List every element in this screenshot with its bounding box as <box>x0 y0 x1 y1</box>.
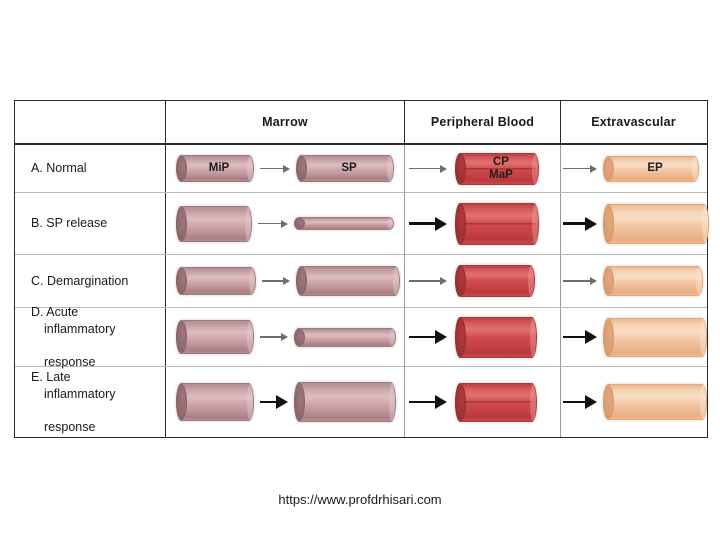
column-header-extravascular: Extravascular <box>591 115 676 129</box>
header-cell-peripheral-blood: Peripheral Blood <box>405 101 561 143</box>
arrow-cp-to-ep-a <box>563 164 597 173</box>
pool-cp-map-e <box>455 382 537 422</box>
pool-mip-a-label: MiP <box>208 162 230 175</box>
row-label-d-line3: response <box>44 354 96 369</box>
header-cell-extravascular: Extravascular <box>561 101 706 143</box>
arrow-mip-to-sp-e <box>260 395 288 409</box>
cp-map-divider-a <box>464 167 536 170</box>
pool-sp-d <box>294 327 396 347</box>
pool-sp-b <box>294 217 394 230</box>
row-label-d-line1: D. Acute <box>31 305 79 319</box>
header-cell-blank <box>15 101 166 143</box>
pool-cp-map-c <box>455 265 535 297</box>
row-c-blood-cell <box>405 255 561 307</box>
pool-cp-map-b <box>455 202 539 245</box>
arrow-sp-to-cp-d <box>409 330 447 344</box>
pool-mip-c <box>176 267 256 295</box>
table-row-e-late-inflammatory-response: E. Late inflammatory response <box>15 367 707 437</box>
row-label-cell-e: E. Late inflammatory response <box>15 367 166 437</box>
pool-ep-a: EP <box>603 155 699 182</box>
row-e-extravascular-cell <box>561 367 707 437</box>
table-row-c-demargination: C. Demargination <box>15 255 707 308</box>
pool-ep-b <box>603 203 709 244</box>
arrow-mip-to-sp-b <box>258 219 288 228</box>
row-d-blood-cell <box>405 308 561 366</box>
pool-map-a-label: MaP <box>489 168 513 181</box>
row-label-cell-a: A. Normal <box>15 145 166 192</box>
arrow-mip-to-sp-a <box>260 164 290 173</box>
row-label-e-line3: response <box>44 419 96 434</box>
pool-mip-e <box>176 383 254 421</box>
pool-ep-d <box>603 317 707 357</box>
row-label-a: A. Normal <box>31 161 87 176</box>
row-label-b: B. SP release <box>31 216 108 231</box>
column-header-peripheral-blood: Peripheral Blood <box>430 115 535 129</box>
pool-ep-e <box>603 384 707 420</box>
row-label-d-line2: inflammatory <box>44 321 116 336</box>
cp-map-divider-b <box>464 222 536 225</box>
row-label-cell-d: D. Acute inflammatory response <box>15 305 166 369</box>
row-d-extravascular-cell <box>561 308 707 366</box>
pool-cp-map-d <box>455 316 537 358</box>
header-cell-marrow: Marrow <box>166 101 405 143</box>
pool-sp-c <box>296 266 400 296</box>
pool-mip-b <box>176 205 252 242</box>
arrow-cp-to-ep-e <box>563 395 597 409</box>
row-e-blood-cell <box>405 367 561 437</box>
row-a-extravascular-cell: EP <box>561 145 706 192</box>
table-row-d-acute-inflammatory-response: D. Acute inflammatory response <box>15 305 707 369</box>
pool-ep-c <box>603 266 703 296</box>
arrow-mip-to-sp-c <box>262 277 290 285</box>
row-label-e-line2: inflammatory <box>44 386 116 401</box>
pool-ep-a-label: EP <box>647 162 663 175</box>
table-row-b-sp-release: B. SP release <box>15 193 709 255</box>
arrow-sp-to-cp-b <box>409 216 447 231</box>
source-caption: https://www.profdrhisari.com <box>278 492 442 507</box>
row-d-marrow-cell <box>166 308 405 366</box>
pool-sp-a: SP <box>296 155 394 182</box>
pool-cp-map-a: CP MaP <box>455 152 539 185</box>
arrow-cp-to-ep-c <box>563 277 597 285</box>
arrow-cp-to-ep-d <box>563 330 597 344</box>
row-label-cell-c: C. Demargination <box>15 255 166 307</box>
row-a-marrow-cell: MiP SP <box>166 145 405 192</box>
column-header-marrow: Marrow <box>262 115 308 129</box>
arrow-cp-to-ep-b <box>563 216 597 231</box>
table-row-a-normal: A. Normal MiP SP <box>15 145 707 193</box>
row-e-marrow-cell <box>166 367 405 437</box>
pool-sp-a-label: SP <box>341 162 357 175</box>
pool-mip-a: MiP <box>176 155 254 182</box>
row-b-extravascular-cell <box>561 193 709 254</box>
cp-map-divider-e <box>464 401 534 403</box>
row-label-c: C. Demargination <box>31 273 129 288</box>
arrow-mip-to-sp-d <box>260 333 288 341</box>
row-c-extravascular-cell <box>561 255 706 307</box>
row-label-e: E. Late inflammatory response <box>31 353 116 452</box>
arrow-sp-to-cp-c <box>409 277 447 285</box>
row-label-cell-b: B. SP release <box>15 193 166 254</box>
pool-sp-e <box>294 382 396 422</box>
neutrophil-pool-table: Marrow Peripheral Blood Extravascular A.… <box>14 100 709 438</box>
table-header-row: Marrow Peripheral Blood Extravascular <box>15 101 707 145</box>
row-label-e-line1: E. Late <box>31 370 71 384</box>
pool-mip-d <box>176 320 254 354</box>
row-a-blood-cell: CP MaP <box>405 145 561 192</box>
row-label-d: D. Acute inflammatory response <box>31 288 116 387</box>
pool-cp-a-label: CP <box>493 156 509 169</box>
row-b-blood-cell <box>405 193 561 254</box>
arrow-sp-to-cp-e <box>409 395 447 409</box>
row-c-marrow-cell <box>166 255 405 307</box>
row-b-marrow-cell <box>166 193 405 254</box>
arrow-sp-to-cp-a <box>409 164 447 173</box>
